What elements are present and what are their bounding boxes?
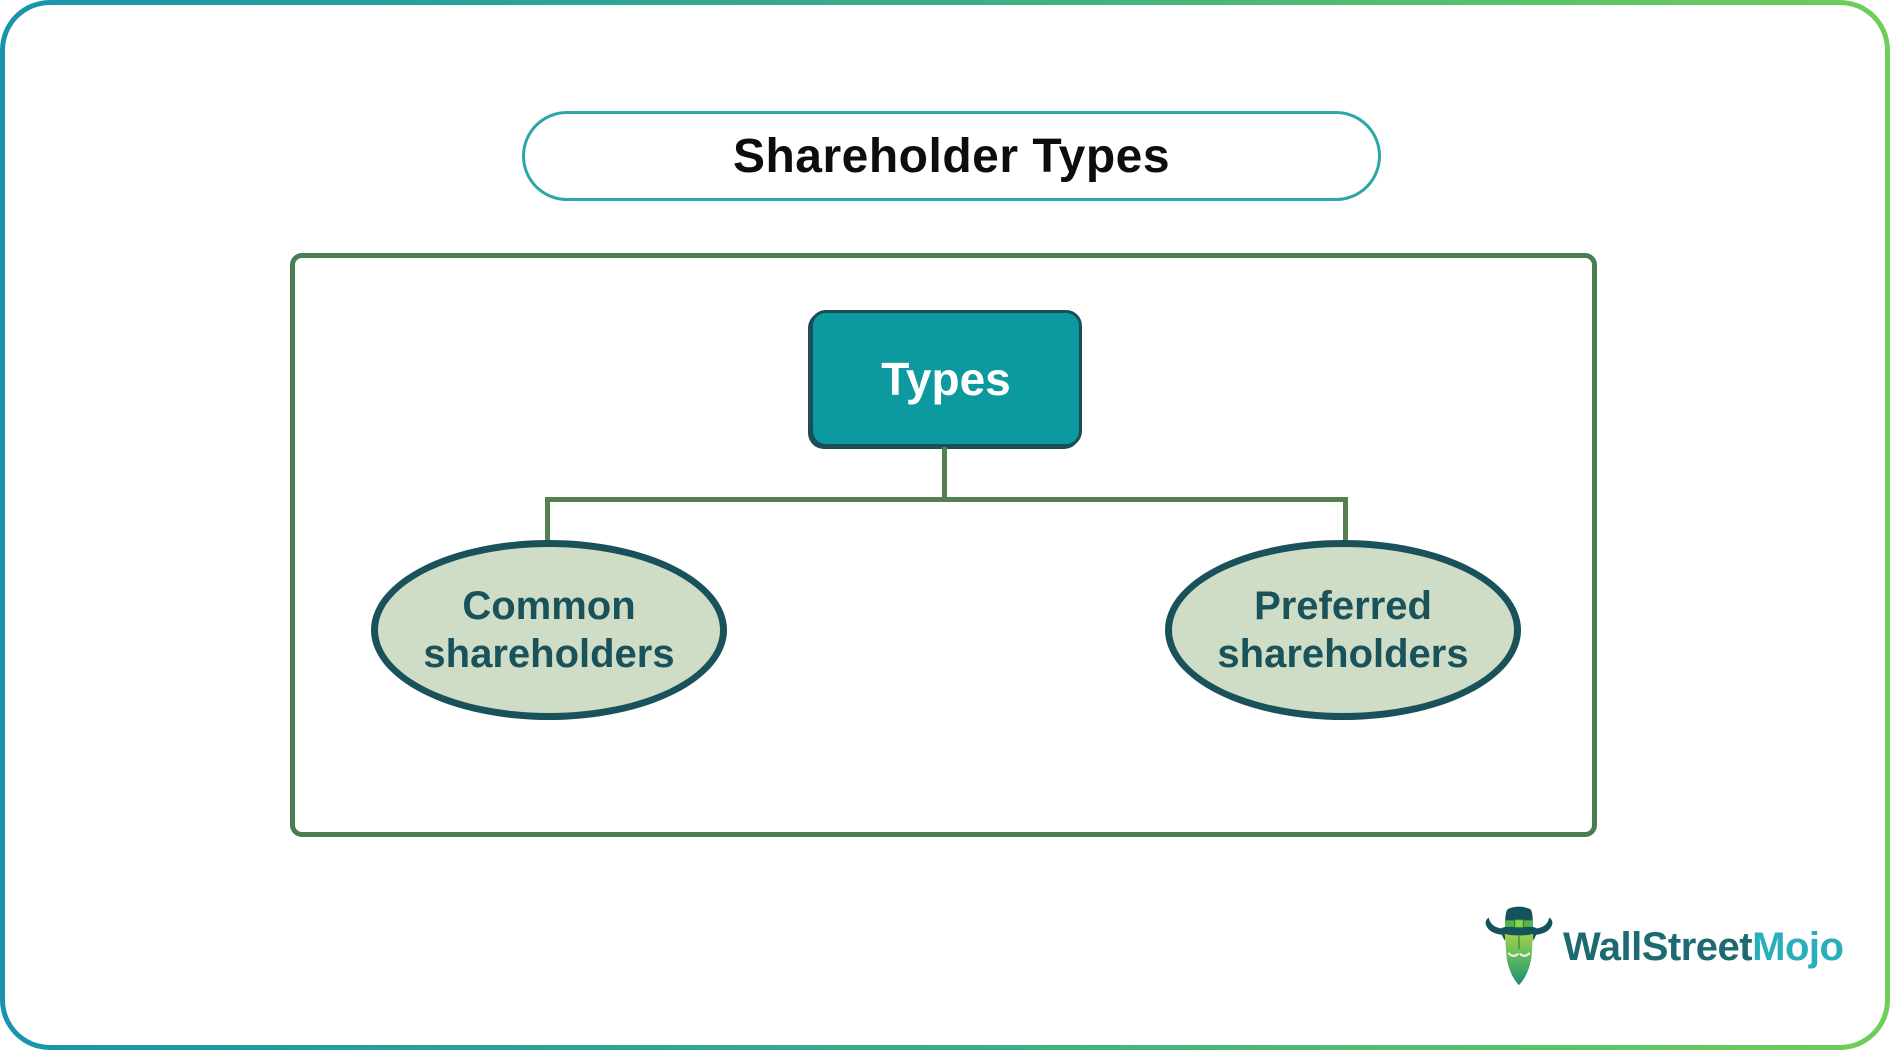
- logo-wordmark: WallStreetMojo: [1563, 924, 1844, 970]
- wallstreetmojo-logo: WallStreetMojo: [1483, 904, 1844, 990]
- bull-with-top-hat-icon: [1485, 906, 1553, 986]
- connector-horizontal: [545, 497, 1348, 502]
- logo-text-mojo: Mojo: [1752, 924, 1844, 969]
- leaf-node-preferred-shareholders: Preferred shareholders: [1165, 540, 1521, 720]
- page-title: Shareholder Types: [732, 129, 1171, 183]
- root-node-types: Types: [810, 310, 1082, 447]
- connector-vertical-center: [942, 447, 947, 500]
- title-pill: Shareholder Types: [522, 111, 1381, 201]
- connector-vertical-left: [545, 497, 550, 545]
- leaf-label-line: shareholders: [423, 632, 675, 676]
- connector-vertical-right: [1343, 497, 1348, 545]
- leaf-node-common-shareholders: Common shareholders: [371, 540, 727, 720]
- leaf-label-line: Common: [462, 584, 636, 628]
- root-node-label: Types: [881, 352, 1011, 405]
- logo-text-wallstreet: WallStreet: [1563, 924, 1753, 969]
- leaf-label-line: shareholders: [1217, 632, 1469, 676]
- leaf-label-line: Preferred: [1254, 584, 1432, 628]
